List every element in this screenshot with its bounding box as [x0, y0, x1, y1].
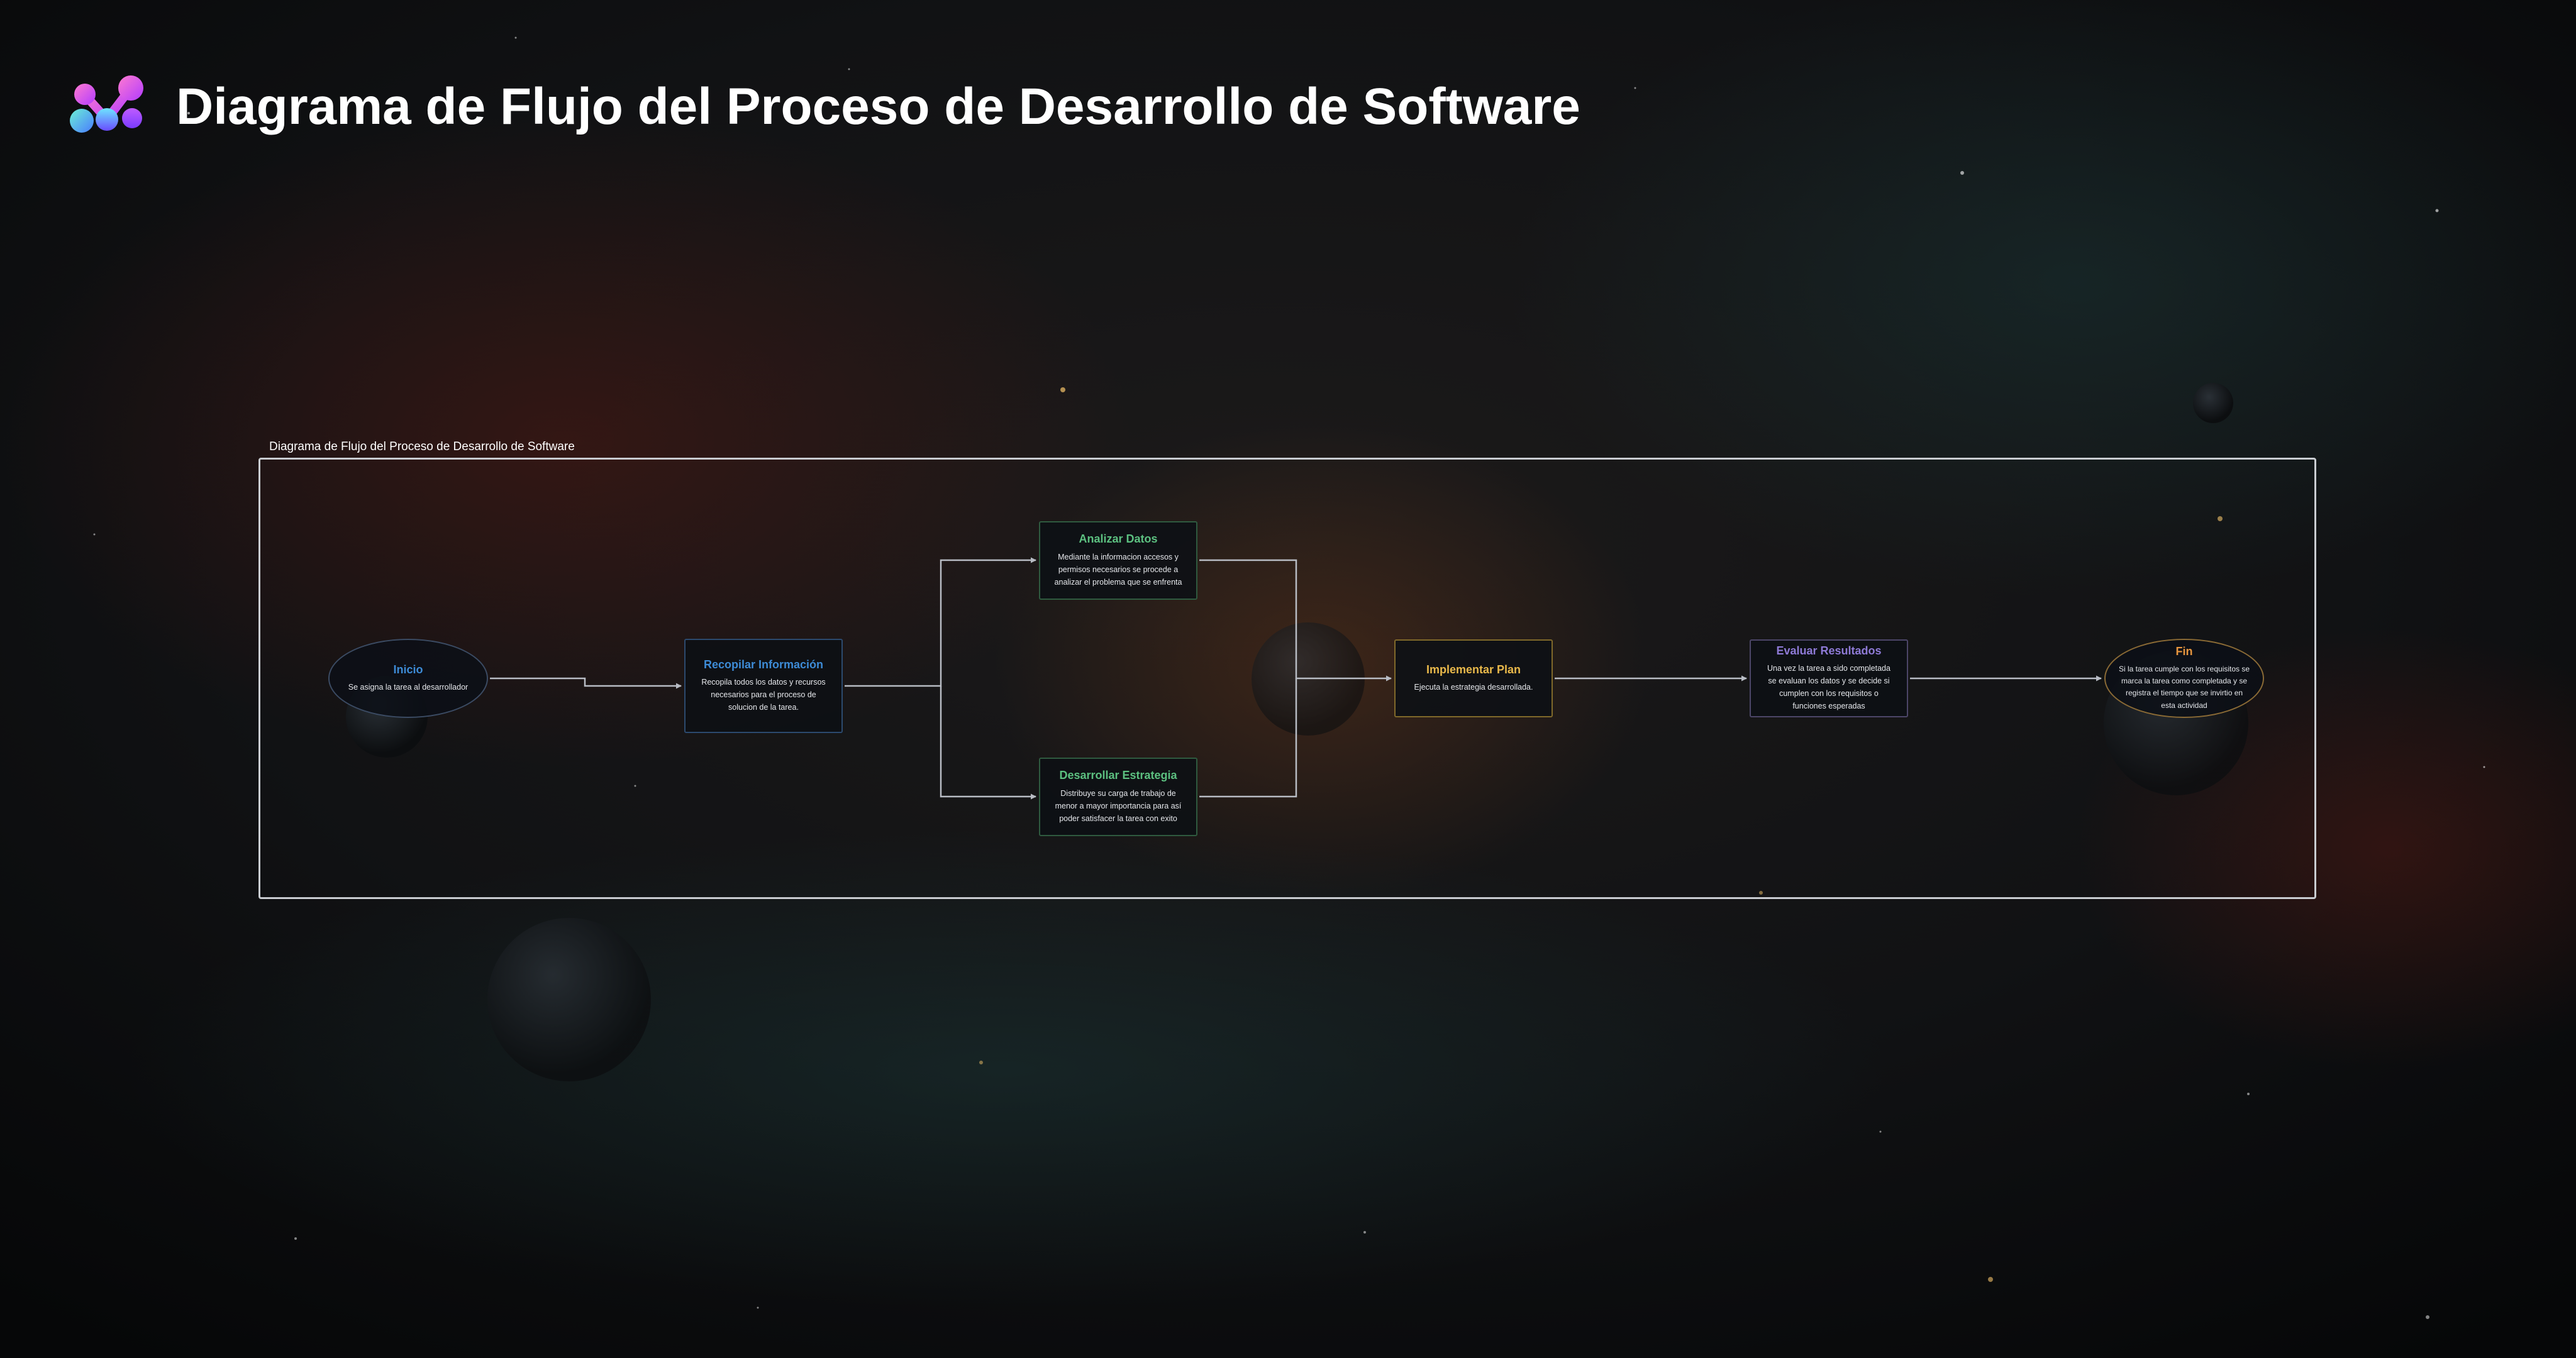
- node-evaluar-resultados[interactable]: Evaluar Resultados Una vez la tarea a si…: [1750, 639, 1908, 717]
- node-title: Analizar Datos: [1079, 533, 1158, 546]
- node-title: Fin: [2175, 645, 2193, 658]
- page-title: Diagrama de Flujo del Proceso de Desarro…: [176, 78, 1580, 135]
- node-title: Evaluar Resultados: [1776, 644, 1882, 657]
- node-description: Ejecuta la estrategia desarrollada.: [1414, 683, 1533, 692]
- node-fin[interactable]: Fin Si la tarea cumple con los requisito…: [2104, 639, 2264, 718]
- node-title: Inicio: [393, 663, 423, 676]
- node-description: Mediante la informacion accesos y permis…: [1054, 552, 1182, 587]
- node-description: Si la tarea cumple con los requisitos se…: [2118, 664, 2250, 710]
- node-desarrollar-estrategia[interactable]: Desarrollar Estrategia Distribuye su car…: [1039, 758, 1197, 836]
- node-title: Recopilar Información: [703, 658, 824, 671]
- node-implementar-plan[interactable]: Implementar Plan Ejecuta la estrategia d…: [1394, 639, 1553, 717]
- diagram-frame: [258, 458, 2316, 899]
- node-description: Distribuye su carga de trabajo de menor …: [1055, 788, 1182, 823]
- node-title: Desarrollar Estrategia: [1059, 769, 1177, 782]
- app-header: Diagrama de Flujo del Proceso de Desarro…: [69, 75, 1580, 138]
- node-description: Recopila todos los datos y recursos nece…: [701, 678, 826, 712]
- node-analizar-datos[interactable]: Analizar Datos Mediante la informacion a…: [1039, 521, 1197, 600]
- node-title: Implementar Plan: [1426, 663, 1521, 676]
- node-description: Una vez la tarea a sido completada se ev…: [1767, 664, 1890, 711]
- diagram-frame-label: Diagrama de Flujo del Proceso de Desarro…: [269, 440, 575, 453]
- node-inicio[interactable]: Inicio Se asigna la tarea al desarrollad…: [328, 639, 488, 718]
- node-recopilar-informacion[interactable]: Recopilar Información Recopila todos los…: [684, 639, 843, 733]
- molecule-logo-icon: [70, 75, 143, 133]
- node-description: Se asigna la tarea al desarrollador: [348, 683, 469, 692]
